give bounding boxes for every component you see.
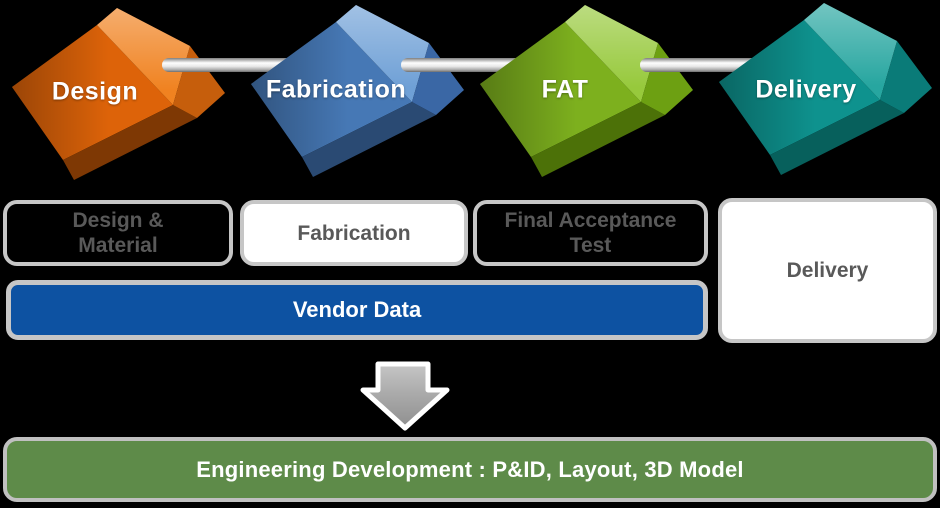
- down-arrow-shape: [360, 361, 450, 431]
- cube-front-shading: [251, 22, 412, 157]
- cube-label-fat: FAT: [541, 75, 589, 104]
- cube-front-shading: [719, 20, 880, 155]
- cube-fat: [480, 5, 693, 177]
- vendor-data-label: Vendor Data: [292, 297, 422, 322]
- phase-box-label-line: Design &: [72, 209, 164, 232]
- cube-top-shine: [97, 8, 190, 105]
- phase-box-label-line: Final Acceptance: [504, 209, 677, 232]
- phase-box-label-line: Fabrication: [297, 221, 411, 245]
- phase-box-label-line: Material: [78, 234, 158, 257]
- phase-box-design-material: Design & Material: [3, 200, 233, 266]
- cube-label-delivery: Delivery: [755, 75, 857, 104]
- engineering-development-label: Engineering Development : P&ID, Layout, …: [196, 456, 744, 482]
- cube-face-bottom: [302, 102, 436, 177]
- phase-box-label: Design & Material: [72, 208, 163, 258]
- phase-box-delivery: Delivery: [718, 198, 937, 343]
- cube-top-shine: [804, 3, 897, 100]
- cube-label-design: Design: [51, 77, 139, 106]
- cube-front-shading: [12, 25, 173, 160]
- phase-box-label: Fabrication: [297, 221, 410, 246]
- phase-box-label-line: Delivery: [786, 259, 869, 282]
- cube-top-shine: [336, 5, 429, 102]
- cube-front-shading: [480, 22, 641, 157]
- cube-face-bottom: [63, 105, 197, 180]
- cube-top-shine: [565, 5, 658, 102]
- phase-box-fabrication: Fabrication: [240, 200, 468, 266]
- cube-face-right: [880, 41, 932, 113]
- down-arrow-icon: [360, 361, 450, 431]
- engineering-development-bar: Engineering Development : P&ID, Layout, …: [3, 437, 937, 502]
- cube-delivery: [719, 3, 932, 175]
- cube-face-bottom: [770, 100, 904, 175]
- phase-box-label: Final Acceptance Test: [505, 208, 677, 258]
- cube-face-bottom: [531, 102, 665, 177]
- vendor-data-bar: Vendor Data: [6, 280, 708, 340]
- phase-box-label-line: Test: [569, 234, 612, 257]
- cube-fabrication: [251, 5, 464, 177]
- phase-box-final-acceptance-test: Final Acceptance Test: [473, 200, 708, 266]
- cube-label-fabrication: Fabrication: [265, 75, 407, 104]
- cubes-on-rod-artwork: [12, 3, 932, 180]
- phase-box-label: Delivery: [787, 258, 869, 283]
- cube-design: [12, 8, 225, 180]
- connector-rod-segment-3: [640, 58, 766, 72]
